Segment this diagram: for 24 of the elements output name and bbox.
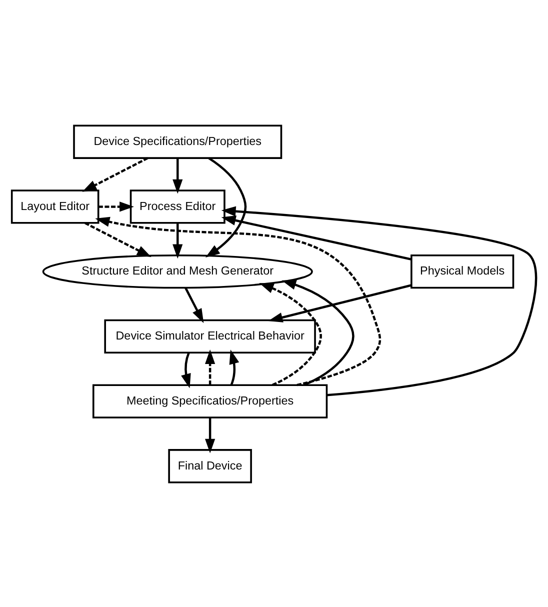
arrow: [184, 287, 204, 323]
arrow: [229, 349, 240, 385]
node-box: Physical Models: [410, 254, 514, 288]
node-box: Device Simulator Electrical Behavior: [104, 318, 316, 354]
arrow: [84, 222, 152, 257]
arrow: [98, 201, 134, 212]
node-box: Final Device: [168, 448, 252, 483]
arrow: [205, 156, 247, 258]
node-box: Process Editor: [130, 189, 226, 224]
arrow: [172, 222, 183, 258]
arrow: [95, 216, 382, 386]
arrow: [205, 349, 216, 384]
arrow: [221, 206, 538, 396]
arrow: [172, 158, 183, 194]
node-box: Meeting Specificatios/Properties: [92, 384, 328, 418]
arrow: [82, 156, 148, 192]
arrow: [181, 352, 191, 388]
arrow: [268, 284, 412, 322]
node-box: Layout Editor: [10, 189, 100, 224]
arrow: [221, 214, 412, 260]
arrow: [259, 282, 322, 386]
node-box: Device Specifications/Properties: [73, 124, 282, 158]
arrow: [282, 279, 354, 386]
arrow: [205, 417, 216, 453]
